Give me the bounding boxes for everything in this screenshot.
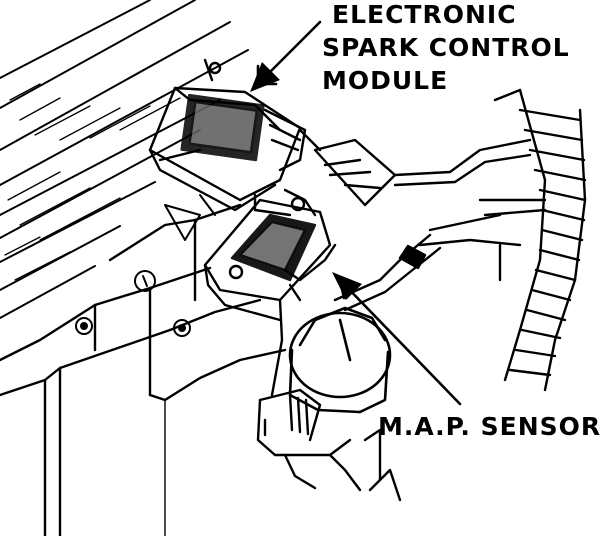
wiring-harness [418,88,587,392]
ignition-coil [203,188,337,322]
bracket-bolts [75,270,191,337]
spark-control-module-label: ELECTRONIC SPARK CONTROL MODULE [322,2,570,93]
vacuum-hose [333,233,442,312]
module-connector [298,128,532,207]
map-sensor-wiring [256,298,402,502]
triangle-brace [164,194,216,241]
chassis-bracket [0,203,287,536]
fender-edge [0,0,249,319]
label-line-spark-control: SPARK CONTROL [322,33,570,62]
fender-hatching [4,83,181,281]
leader-arrowheads [250,62,362,300]
map-sensor [288,306,392,414]
spark-control-module [148,58,307,217]
label-line-electronic: ELECTRONIC [332,0,517,29]
label-line-module: MODULE [322,66,449,95]
map-sensor-label: M.A.P. SENSOR [378,412,602,441]
